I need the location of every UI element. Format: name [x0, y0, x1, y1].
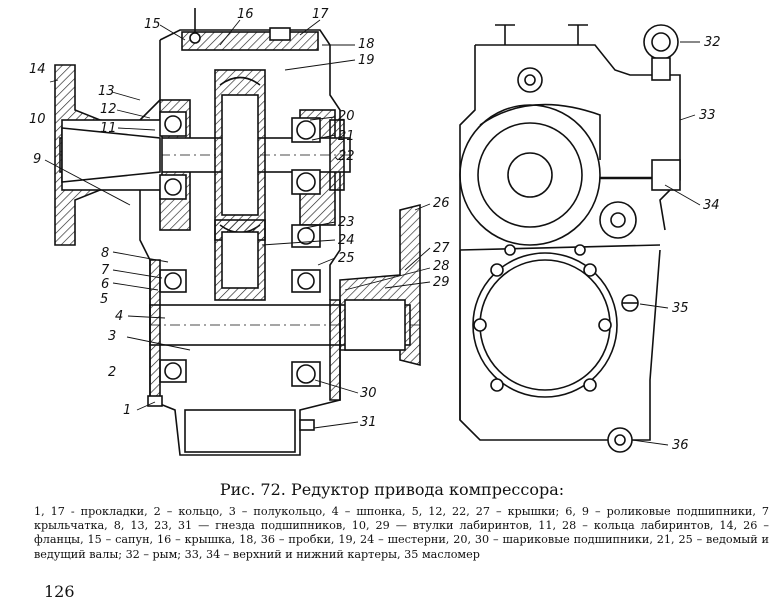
- callout-15: 15: [144, 17, 161, 32]
- callout-36: 36: [672, 438, 689, 453]
- callout-19: 19: [358, 53, 375, 68]
- callout-30: 30: [360, 386, 377, 401]
- callout-34: 34: [703, 198, 720, 213]
- page-number: 126: [44, 582, 75, 601]
- callout-25: 25: [338, 251, 355, 266]
- callout-22: 22: [338, 149, 355, 164]
- callout-12: 12: [100, 102, 117, 117]
- callout-21: 21: [338, 129, 355, 144]
- callout-26: 26: [433, 196, 450, 211]
- callout-17: 17: [312, 7, 329, 22]
- leader-lines: [44, 19, 701, 446]
- callout-1: 1: [123, 403, 131, 418]
- section-view: [54, 8, 421, 456]
- callout-35: 35: [672, 301, 689, 316]
- callout-18: 18: [358, 37, 375, 52]
- callout-8: 8: [101, 246, 109, 261]
- callout-labels: 1 2 3 4 5 6 7 8 9 10 11 12 13 14 15 16 1…: [29, 7, 721, 453]
- exterior-view: [459, 24, 681, 453]
- callout-3: 3: [108, 329, 116, 344]
- callout-11: 11: [100, 121, 117, 136]
- callout-9: 9: [33, 152, 41, 167]
- callout-2: 2: [108, 365, 116, 380]
- callout-31: 31: [360, 415, 377, 430]
- callout-10: 10: [29, 112, 46, 127]
- callout-14: 14: [29, 62, 46, 77]
- callout-4: 4: [115, 309, 123, 324]
- callout-24: 24: [338, 233, 355, 248]
- callout-32: 32: [704, 35, 721, 50]
- callout-28: 28: [433, 259, 450, 274]
- callout-23: 23: [338, 215, 355, 230]
- callout-6: 6: [101, 277, 109, 292]
- figure-caption-legend: 1, 17 - прокладки, 2 – кольцо, 3 – полук…: [34, 505, 769, 561]
- callout-13: 13: [98, 84, 115, 99]
- callout-16: 16: [237, 7, 254, 22]
- callout-5: 5: [100, 292, 108, 307]
- figure-caption-title: Рис. 72. Редуктор привода компрессора:: [219, 480, 565, 499]
- callout-33: 33: [699, 108, 716, 123]
- callout-29: 29: [433, 275, 450, 290]
- callout-7: 7: [101, 263, 110, 278]
- callout-27: 27: [433, 241, 450, 256]
- gearbox-drawing: 1 2 3 4 5 6 7 8 9 10 11 12 13 14 15 16 1…: [29, 7, 721, 456]
- callout-20: 20: [338, 109, 355, 124]
